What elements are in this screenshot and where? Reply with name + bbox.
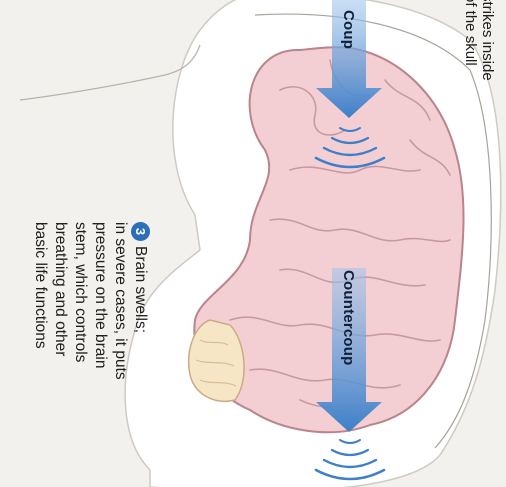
- step-number-badge: 3: [131, 222, 150, 241]
- countercoup-label: Countercoup: [340, 270, 357, 366]
- top-caption: strikes inside of the skull: [462, 0, 496, 81]
- coup-label: Coup: [340, 10, 357, 49]
- step3-caption: 3Brain swells; in severe cases, it puts …: [30, 222, 150, 380]
- profile-line: [20, 45, 200, 100]
- step3-text: Brain swells; in severe cases, it puts p…: [32, 222, 149, 380]
